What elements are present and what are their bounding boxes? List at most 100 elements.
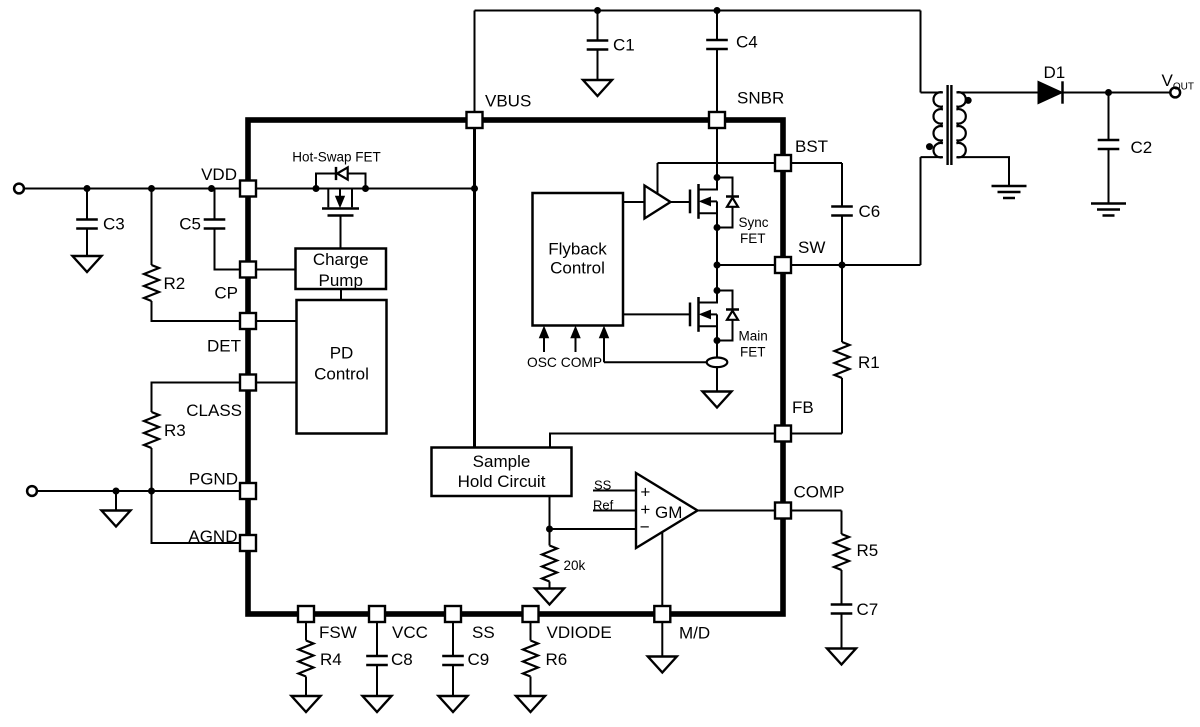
pin-label-vcc: VCC [392, 623, 428, 642]
pin-label-vdd: VDD [201, 165, 237, 184]
pin-det [238, 311, 258, 331]
component-label-r6: R6 [546, 650, 568, 669]
net-gm-minus [548, 496, 636, 530]
capacitor-c6 [831, 163, 853, 265]
block-label-charge-pump-1: Charge [313, 250, 369, 269]
pin-label-vbus: VBUS [485, 92, 531, 111]
transformer [926, 85, 1038, 200]
pin-vdd [238, 179, 258, 198]
label-main-fet-1: Main [739, 329, 768, 344]
junction-dots [83, 7, 1112, 533]
pin-fsw [296, 604, 316, 624]
label-gm-plus1: + [640, 483, 650, 502]
block-flyback-control [531, 191, 625, 327]
vout-terminal [1169, 86, 1182, 99]
junction-dot [964, 96, 972, 104]
pin-bst [773, 153, 793, 173]
main-fet [688, 287, 740, 344]
junction-dot [713, 174, 721, 181]
junction-dot [148, 487, 155, 495]
capacitor-c2 [1091, 92, 1126, 217]
junction-dot [362, 185, 369, 192]
label-gm-ref: Ref [593, 498, 614, 513]
junction-dot [471, 185, 478, 192]
pin-vcc [367, 604, 387, 624]
block-label-flyback-1: Flyback [548, 240, 607, 259]
block-label-flyback-2: Control [550, 259, 605, 278]
net-agnd [150, 491, 248, 544]
block-label-charge-pump-2: Pump [318, 271, 362, 290]
gm-amplifier [593, 470, 842, 551]
junction-dot [83, 185, 91, 192]
component-label-c3: C3 [103, 215, 125, 234]
pin-label-det: DET [207, 337, 241, 356]
input-terminal-top [12, 182, 26, 195]
diode-d1 [1037, 80, 1171, 105]
label-hot-swap-fet: Hot-Swap FET [292, 150, 381, 165]
pin-label-pgnd: PGND [189, 470, 238, 489]
pin-label-agnd: AGND [188, 527, 237, 546]
pin-label-fsw: FSW [319, 623, 357, 642]
label-vout: VOUT [1162, 71, 1194, 93]
pin-vdiode [521, 604, 540, 624]
junction-dot [208, 185, 215, 192]
pin-label-bst: BST [795, 137, 828, 156]
component-label-c8: C8 [391, 650, 413, 669]
net-fb [549, 432, 842, 448]
component-label-c2: C2 [1131, 138, 1153, 157]
junction-dot [148, 185, 155, 192]
net-md [645, 531, 680, 675]
input-terminal-bottom [25, 484, 39, 498]
net-bst [656, 162, 842, 194]
resistor-r5 [831, 510, 852, 605]
net-top-bus [473, 9, 943, 120]
component-label-c9: C9 [468, 650, 490, 669]
component-label-c6: C6 [859, 202, 881, 221]
component-label-r4: R4 [320, 650, 342, 669]
label-gm-plus2: + [640, 500, 650, 519]
pin-class [238, 373, 258, 392]
junction-dot [594, 7, 601, 14]
pin-vbus [465, 110, 484, 130]
block-charge-pump [294, 247, 388, 291]
pin-label-class: CLASS [186, 401, 242, 420]
label-sync-fet-1: Sync [739, 215, 769, 230]
label-sync-fet-2: FET [740, 231, 766, 246]
vout-sub: OUT [1173, 82, 1194, 93]
pin-pgnd [238, 481, 258, 501]
pin-label-cp: CP [214, 284, 238, 303]
capacitor-c9 [435, 614, 471, 714]
label-osc-comp: OSC COMP [527, 355, 602, 370]
junction-dot [713, 261, 721, 269]
junction-dot [926, 143, 933, 151]
hot-swap-fet [315, 165, 367, 249]
flyback-inputs [538, 325, 707, 364]
component-label-d1: D1 [1044, 63, 1066, 82]
label-gm: GM [655, 503, 682, 522]
ic-outline [245, 117, 786, 617]
pin-snbr [707, 110, 727, 130]
pin-md [653, 604, 672, 624]
pin-fb [773, 424, 793, 443]
block-label-pd-control-2: Control [314, 365, 369, 384]
block-pd-control [295, 298, 388, 435]
pin-label-md: M/D [679, 624, 710, 643]
block-sample-hold [430, 446, 573, 498]
junction-dot [546, 525, 553, 533]
resistor-r1 [831, 265, 853, 434]
capacitor-c3 [69, 188, 105, 274]
component-label-20k: 20k [564, 558, 586, 573]
pin-label-ss: SS [472, 623, 495, 642]
block-label-sample-hold-2: Hold Circuit [458, 472, 546, 491]
pin-label-sw: SW [798, 238, 825, 257]
pin-cp [238, 260, 258, 279]
component-label-c7: C7 [857, 600, 879, 619]
pin-label-vdiode: VDIODE [547, 623, 612, 642]
label-gm-ss: SS [594, 478, 612, 493]
capacitor-c1 [580, 10, 615, 98]
pin-sw [773, 255, 793, 275]
junction-dot [1105, 89, 1112, 96]
component-label-r3: R3 [164, 421, 186, 440]
